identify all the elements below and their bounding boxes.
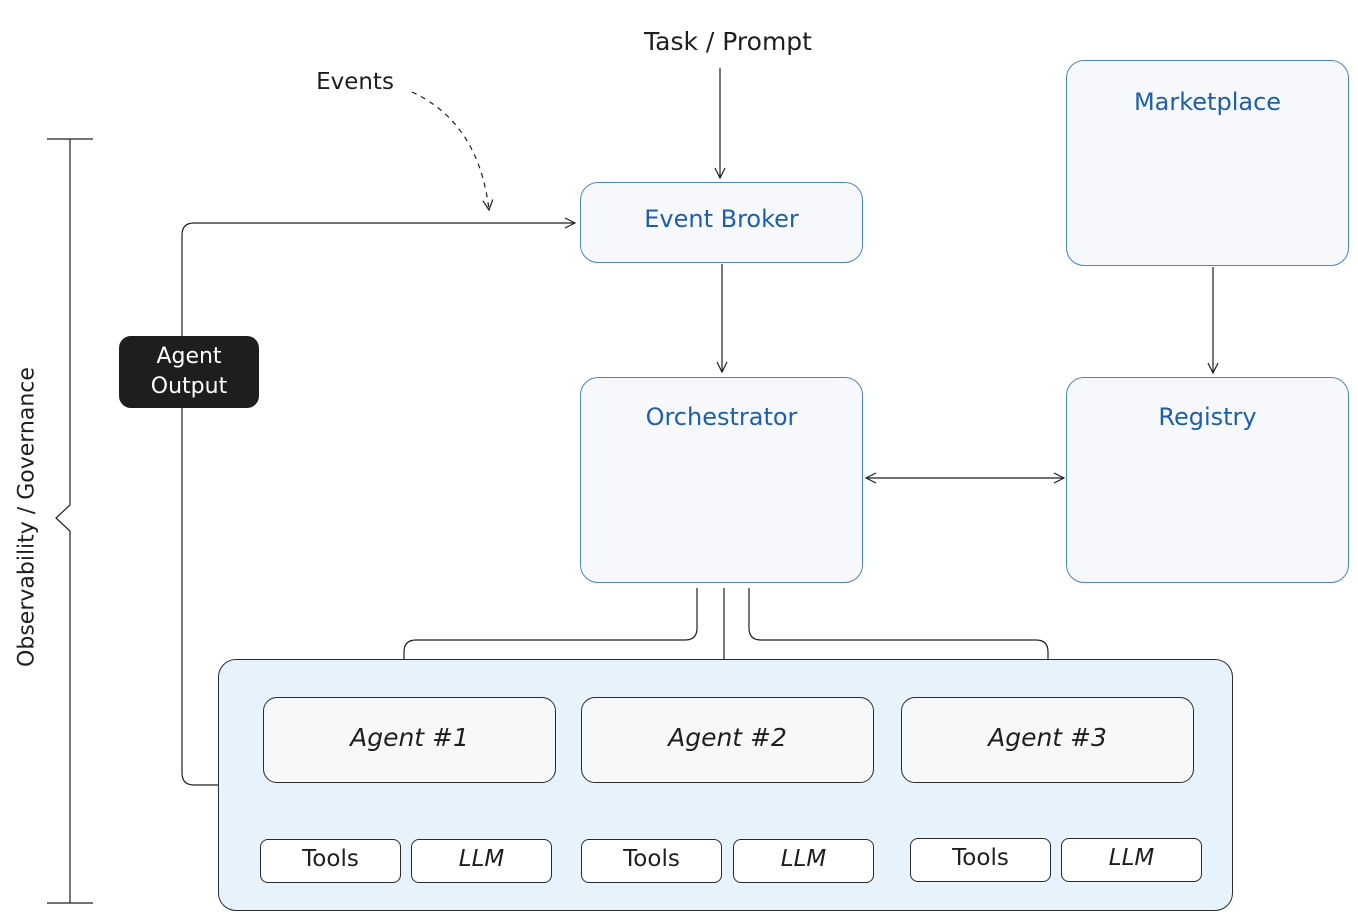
- marketplace-label: Marketplace: [1133, 88, 1282, 116]
- registry-label: Registry: [1158, 403, 1257, 431]
- agent-3-tools-label: Tools: [952, 845, 1009, 871]
- marketplace-box[interactable]: [1066, 60, 1349, 266]
- agent-3-label: Agent #3: [988, 723, 1107, 752]
- task-prompt-label: Task / Prompt: [644, 27, 812, 56]
- agent-3-tools-box[interactable]: [910, 838, 1051, 882]
- orchestrator-box[interactable]: [580, 377, 863, 583]
- observability-bracket: [47, 138, 93, 904]
- agent-2-llm-box[interactable]: [733, 839, 874, 883]
- observability-label: Observability / Governance: [14, 367, 40, 667]
- agent-3-llm-label: LLM: [1108, 845, 1155, 871]
- registry-box[interactable]: [1066, 377, 1349, 583]
- agent-2-tools-label: Tools: [623, 846, 680, 872]
- agent-3-box[interactable]: [901, 697, 1194, 783]
- agent-2-llm-label: LLM: [780, 846, 827, 872]
- agent-output-badge: Agent Output: [119, 336, 259, 408]
- agent-2-box[interactable]: [581, 697, 874, 783]
- event-broker-box[interactable]: [580, 182, 863, 263]
- agent-1-label: Agent #1: [350, 723, 469, 752]
- event-broker-label: Event Broker: [644, 205, 799, 233]
- agent-2-label: Agent #2: [668, 723, 787, 752]
- output-loop-arrow: [181, 223, 575, 786]
- agent-1-llm-box[interactable]: [411, 839, 552, 883]
- events-label: Events: [316, 69, 394, 95]
- orchestrator-to-agent3-arrow: [748, 588, 1048, 690]
- agent-2-tools-box[interactable]: [581, 839, 722, 883]
- events-dashed-arrow: [411, 91, 489, 210]
- orchestrator-to-agent1-arrow: [404, 588, 698, 690]
- agent-1-tools-box[interactable]: [260, 839, 401, 883]
- agent-1-llm-label: LLM: [458, 846, 505, 872]
- agent-3-llm-box[interactable]: [1061, 838, 1202, 882]
- orchestrator-label: Orchestrator: [645, 403, 798, 431]
- agent-1-box[interactable]: [263, 697, 556, 783]
- agent-1-tools-label: Tools: [302, 846, 359, 872]
